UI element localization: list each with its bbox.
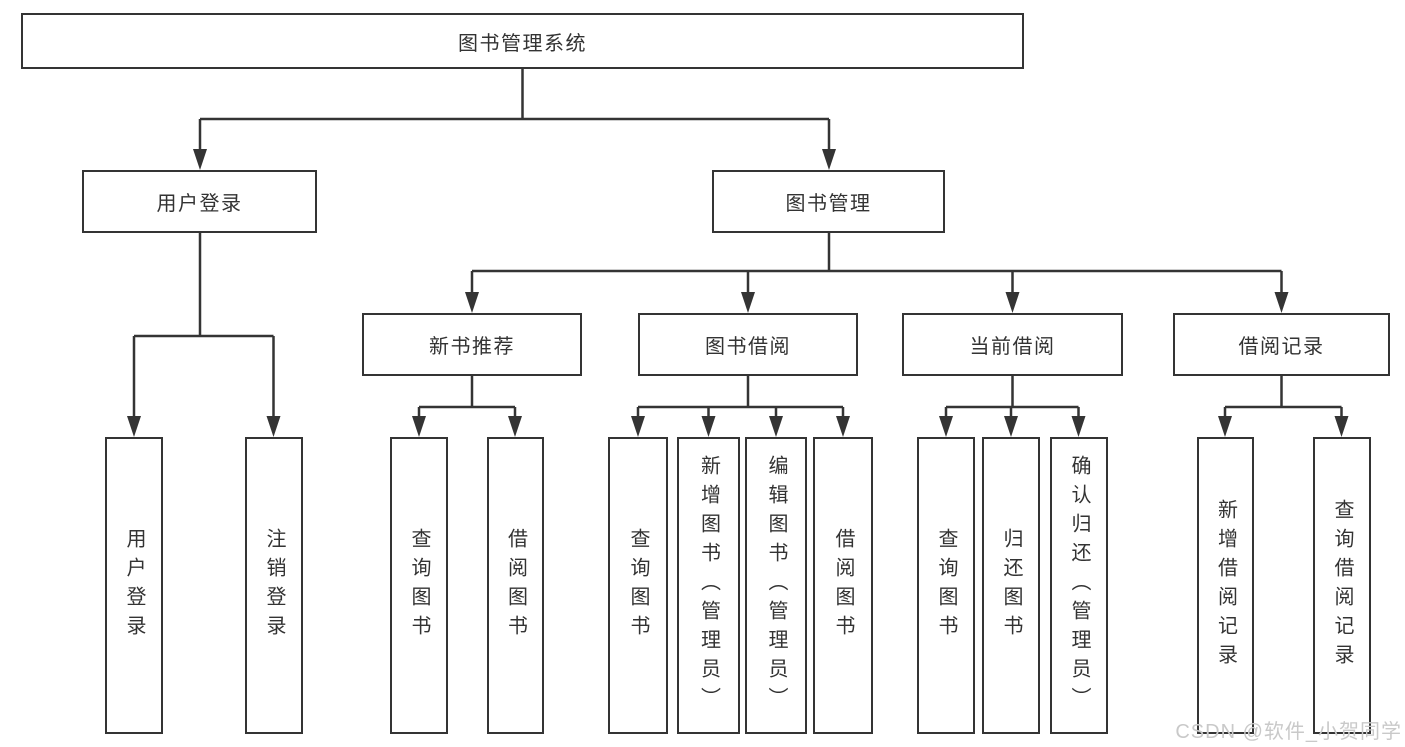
branch-root-to-level2 [198,69,831,151]
node-label: 查询图书 [627,527,649,644]
leaf-br-add-record: 新增借阅记录 [1197,437,1254,734]
arrowhead [1005,292,1020,313]
arrowhead [1218,416,1232,437]
node-label: 当前借阅 [969,336,1056,358]
arrowhead [1004,416,1018,437]
leaf-rec-query-books: 查询图书 [390,437,448,734]
leaf-rec-borrow-books: 借阅图书 [487,437,544,734]
node-label: 归还图书 [1000,527,1022,644]
node-label: 确认归还（管理员） [1068,455,1090,716]
leaf-cb-return-books: 归还图书 [982,437,1040,734]
node-label: 借阅图书 [504,527,527,644]
arrowhead [769,416,783,437]
arrowhead [412,416,426,437]
branch-user-login-children [132,233,275,418]
node-label: 新书推荐 [429,336,515,358]
arrowhead [822,149,836,170]
node-label: 借阅记录 [1238,336,1325,358]
node-label: 新增借阅记录 [1214,498,1237,673]
node-book-management: 图书管理 [712,170,945,233]
node-label: 查询借阅记录 [1331,498,1353,673]
node-label: 图书管理系统 [458,32,587,55]
node-borrowing-records: 借阅记录 [1173,313,1390,376]
node-user-login: 用户登录 [82,170,317,233]
arrowhead [939,416,953,437]
node-label: 用户登录 [156,193,243,215]
branch-book-mgmt-children [470,233,1283,294]
node-current-borrowing: 当前借阅 [902,313,1123,376]
arrowhead [741,292,755,313]
node-label: 编辑图书（管理员） [765,455,787,716]
node-label: 借阅图书 [832,527,854,644]
node-label: 查询图书 [408,527,430,644]
leaf-cb-confirm-return-admin: 确认归还（管理员） [1050,437,1108,734]
leaf-br-query-record: 查询借阅记录 [1313,437,1371,734]
arrowhead [127,416,141,437]
leaf-user-login: 用户登录 [105,437,163,734]
connector-paths [132,69,1343,418]
arrowhead [701,416,716,437]
branch-current-borrow-children [944,376,1080,418]
arrowhead [631,416,645,437]
arrowhead [465,292,479,313]
node-label: 查询图书 [935,527,957,644]
leaf-cb-query-books: 查询图书 [917,437,975,734]
branch-book-borrow-children [636,376,845,418]
arrowhead [193,149,207,170]
branch-new-book-rec-children [417,376,517,418]
arrowhead [508,416,522,437]
node-new-book-recommend: 新书推荐 [362,313,582,376]
node-label: 图书借阅 [705,336,791,358]
leaf-bb-borrow-books: 借阅图书 [813,437,873,734]
leaf-bb-query-books: 查询图书 [608,437,668,734]
node-book-borrowing: 图书借阅 [638,313,858,376]
node-label: 注销登录 [263,527,285,644]
node-library-management-system: 图书管理系统 [21,13,1024,69]
arrowhead [1071,416,1086,437]
node-label: 用户登录 [123,527,145,644]
arrowhead [1274,292,1289,313]
arrowhead [1334,416,1349,437]
arrowhead [266,416,281,437]
leaf-bb-edit-books-admin: 编辑图书（管理员） [745,437,807,734]
branch-borrow-records-children [1223,376,1343,418]
leaf-logout: 注销登录 [245,437,303,734]
arrowhead [836,416,850,437]
arrowheads [127,149,1349,437]
csdn-watermark: CSDN @软件_小贺同学 [1175,721,1402,743]
node-label: 图书管理 [785,193,872,215]
node-label: 新增图书（管理员） [697,455,720,716]
leaf-bb-add-books-admin: 新增图书（管理员） [677,437,740,734]
